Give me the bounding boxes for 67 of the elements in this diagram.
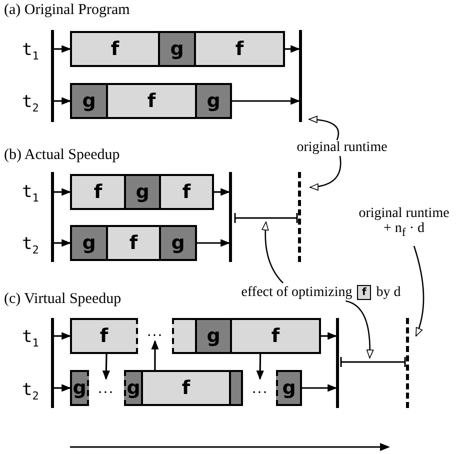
timeline-bar [51,30,54,122]
ellipsis: ... [97,382,115,396]
function-block: f [70,31,160,67]
timeline-bar [229,172,232,262]
function-block: f [106,83,197,119]
ellipsis: ... [146,325,164,339]
arrow [54,239,70,247]
function-block: f [70,174,126,210]
annotation-text: original runtime + n$_{f}$ · d [354,206,454,246]
arrow [232,97,300,105]
arrow [54,45,70,53]
arrow [321,332,336,340]
function-block [229,370,243,406]
thread-label: t$_{1}$ [22,182,39,204]
leader-line [346,300,374,358]
leader-line [308,116,340,140]
annotation-text: effect of optimizing [241,284,352,300]
leader-line [413,246,424,336]
runtime-marker [298,172,303,262]
function-block: f [230,318,321,354]
function-block: g [70,225,108,261]
function-block: g [276,370,302,406]
thread-label: t$_{1}$ [22,327,39,350]
function-block: g [159,225,197,261]
function-block: g [195,318,232,354]
function-block: f [106,225,161,261]
function-block: f [357,284,372,300]
timeline-bar [51,172,54,262]
function-block: g [158,31,196,67]
arrow [102,354,110,380]
arrow [285,45,300,53]
dimension-line [340,357,406,367]
arrow [54,332,70,340]
arrow [214,188,230,196]
function-block: g [70,83,108,119]
function-block: f [141,370,231,406]
timeline-bar [336,318,339,408]
dimension-line [234,213,298,223]
timeline-bar [299,30,302,122]
section-title: (a) Original Program [4,2,130,19]
ellipsis: ... [251,382,269,396]
arrow [54,97,70,105]
runtime-marker [406,318,411,408]
thread-label: t$_{2}$ [22,92,39,114]
timeline-bar [51,318,54,408]
arrow [197,239,230,247]
function-block: f [70,318,138,354]
leader-line [310,156,342,190]
arrow [54,384,70,392]
arrow [256,354,264,380]
function-block: g [195,83,232,119]
arrow [54,188,70,196]
arrow [151,340,159,370]
function-block: f [159,174,214,210]
function-block: g [70,370,89,406]
section-title: (b) Actual Speedup [4,147,120,164]
section-title: (c) Virtual Speedup [4,291,122,308]
arrow [302,384,336,392]
thread-label: t$_{2}$ [22,234,39,256]
annotation-text: by d [376,284,401,300]
function-block: f [194,31,285,67]
thread-label: t$_{2}$ [22,380,39,402]
annotation-text: original runtime [292,140,392,156]
thread-label: t$_{1}$ [22,40,39,62]
function-block [172,318,197,354]
leader-line [262,222,284,284]
function-block: g [124,174,161,210]
